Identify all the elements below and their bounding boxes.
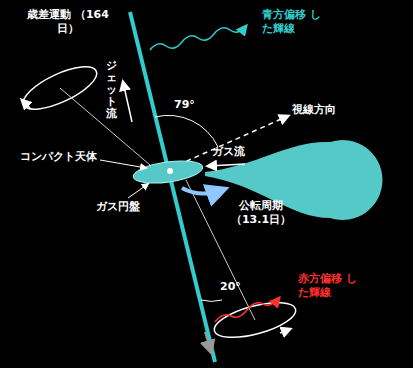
jet-line — [130, 12, 215, 362]
orbit-label: 公転周期 （13.1日） — [224, 199, 298, 228]
companion-star — [205, 140, 382, 220]
redshift-label: 赤方偏移 した輝線 — [298, 272, 358, 301]
precession-label: 歳差運動 （164日） — [26, 8, 110, 37]
disk-label: ガス円盤 — [96, 200, 140, 214]
angle-label: 20° — [220, 280, 241, 294]
compact-object-label: コンパクト天体 — [20, 150, 97, 164]
sight-label: 視線方向 — [292, 103, 336, 117]
gas-stream-label: ガス流 — [212, 145, 245, 159]
jet-label: ジェット流 — [106, 60, 117, 120]
angle-label: 79° — [174, 98, 195, 112]
blueshift-label: 青方偏移 した輝線 — [262, 8, 322, 37]
gas-disk — [132, 157, 204, 187]
precession-ellipse — [211, 296, 299, 345]
